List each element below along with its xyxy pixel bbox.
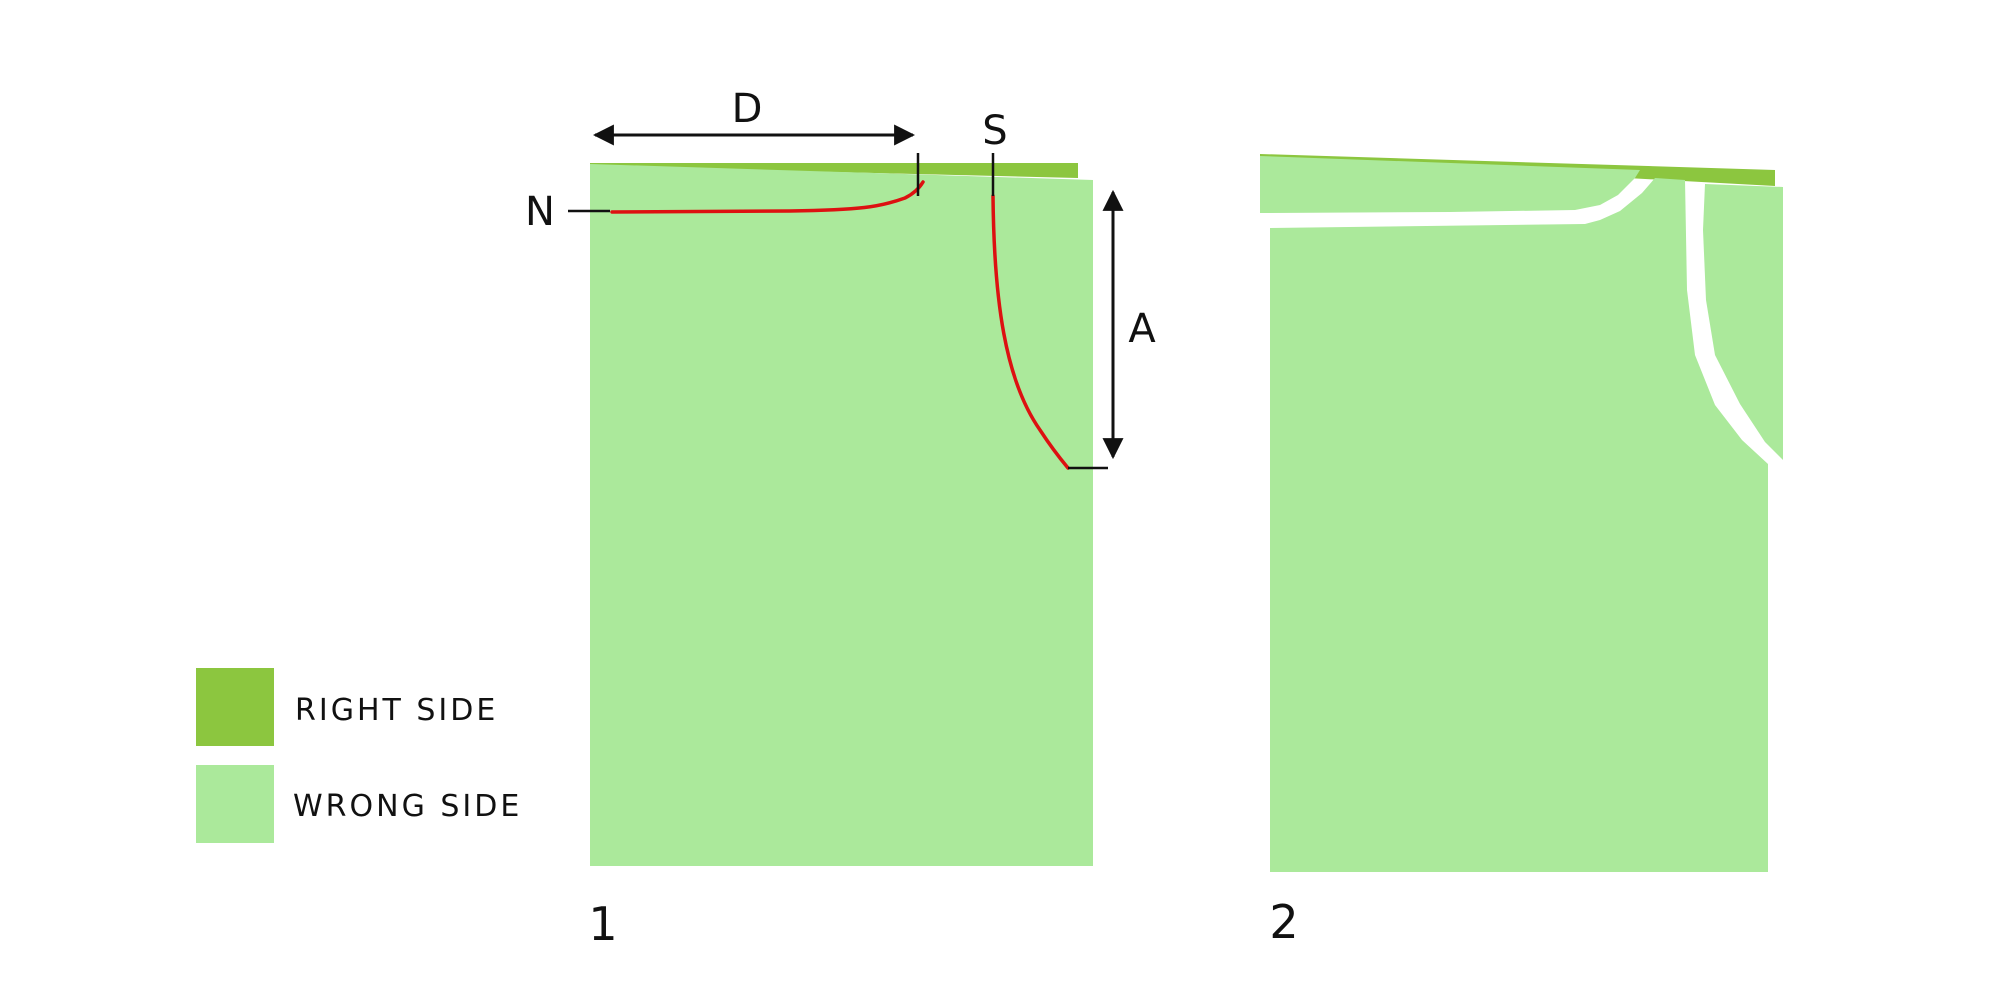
shoulder-label: S — [982, 108, 1007, 154]
step-2-number: 2 — [1269, 895, 1298, 949]
step-2-panel: 2 — [1260, 154, 1783, 949]
armhole-cut-line — [991, 194, 1070, 470]
depth-label: D — [732, 86, 763, 132]
armhole-label: A — [1128, 306, 1156, 352]
legend-label-right-side: RIGHT SIDE — [295, 693, 498, 728]
step-1-number: 1 — [588, 897, 617, 951]
right-side-strip-1 — [590, 163, 1078, 178]
armhole-offcut — [1703, 184, 1783, 460]
legend-swatch-wrong-side — [196, 765, 274, 843]
neckline-offcut — [1260, 156, 1640, 213]
step-1-panel: N D S A 1 — [525, 86, 1156, 951]
legend: RIGHT SIDE WRONG SIDE — [196, 668, 522, 843]
neck-label: N — [525, 189, 555, 235]
legend-swatch-right-side — [196, 668, 274, 746]
fabric-piece-1 — [590, 164, 1093, 866]
legend-label-wrong-side: WRONG SIDE — [293, 789, 522, 824]
fabric-piece-2 — [1270, 178, 1768, 872]
